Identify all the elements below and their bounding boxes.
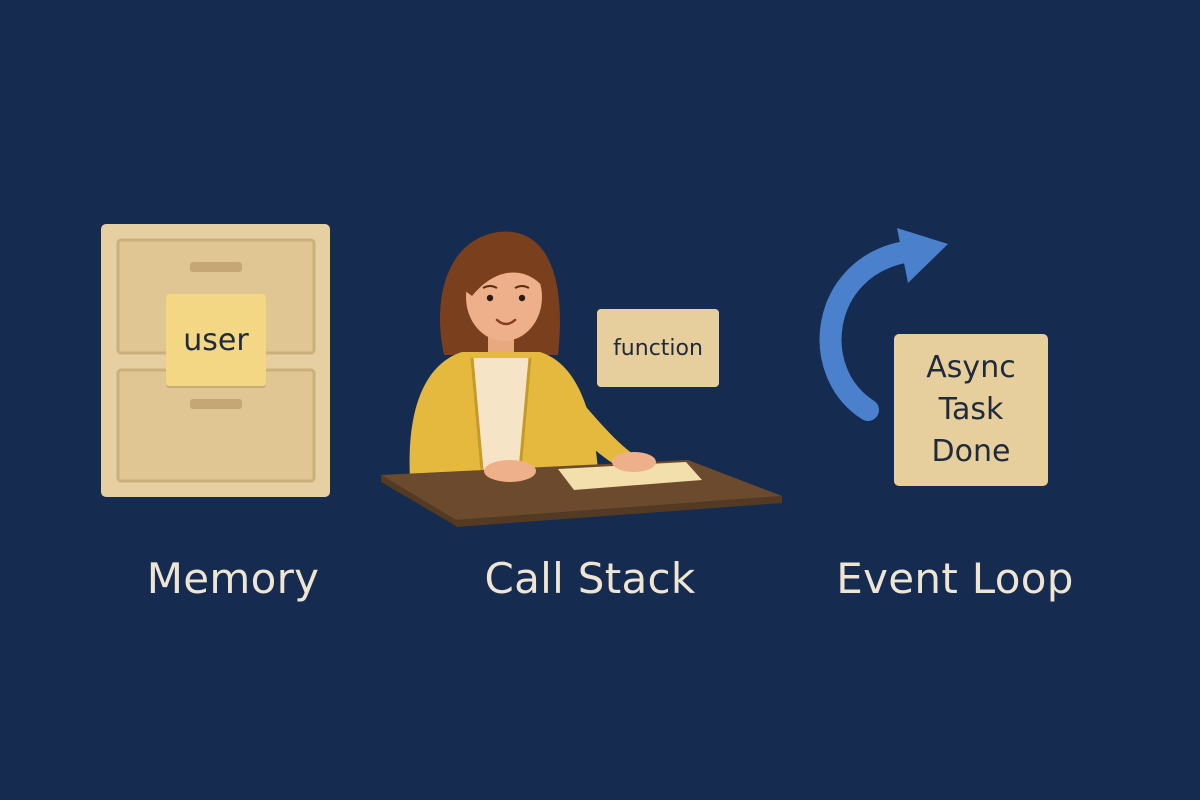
async-card-line: Done xyxy=(931,434,1011,469)
call-stack-label: Call Stack xyxy=(484,554,696,603)
async-task-card: Async Task Done xyxy=(894,334,1048,486)
function-card: function xyxy=(597,309,719,387)
curved-arrow-icon xyxy=(819,228,948,421)
memory-sticky-note: user xyxy=(166,294,266,386)
memory-note-text: user xyxy=(183,322,249,358)
event-loop-label: Event Loop xyxy=(836,554,1074,603)
async-card-line: Async xyxy=(926,350,1016,385)
async-card-line: Task xyxy=(938,392,1004,427)
person-at-desk-icon xyxy=(381,231,782,527)
memory-label: Memory xyxy=(146,554,320,603)
function-card-text: function xyxy=(613,335,703,361)
